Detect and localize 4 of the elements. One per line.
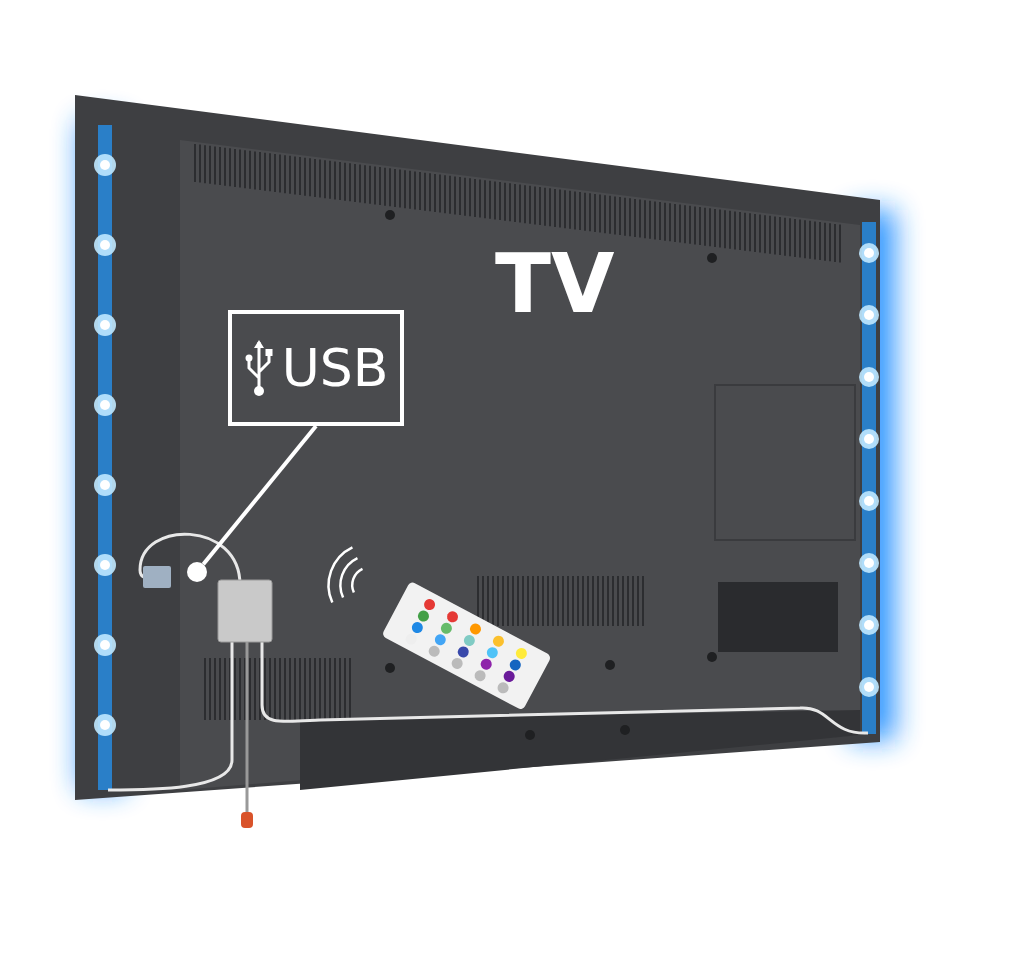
- leader-line: [201, 424, 318, 566]
- callout-box: [228, 310, 404, 426]
- tv-label: TV: [495, 243, 615, 325]
- port-label: USB: [281, 342, 389, 394]
